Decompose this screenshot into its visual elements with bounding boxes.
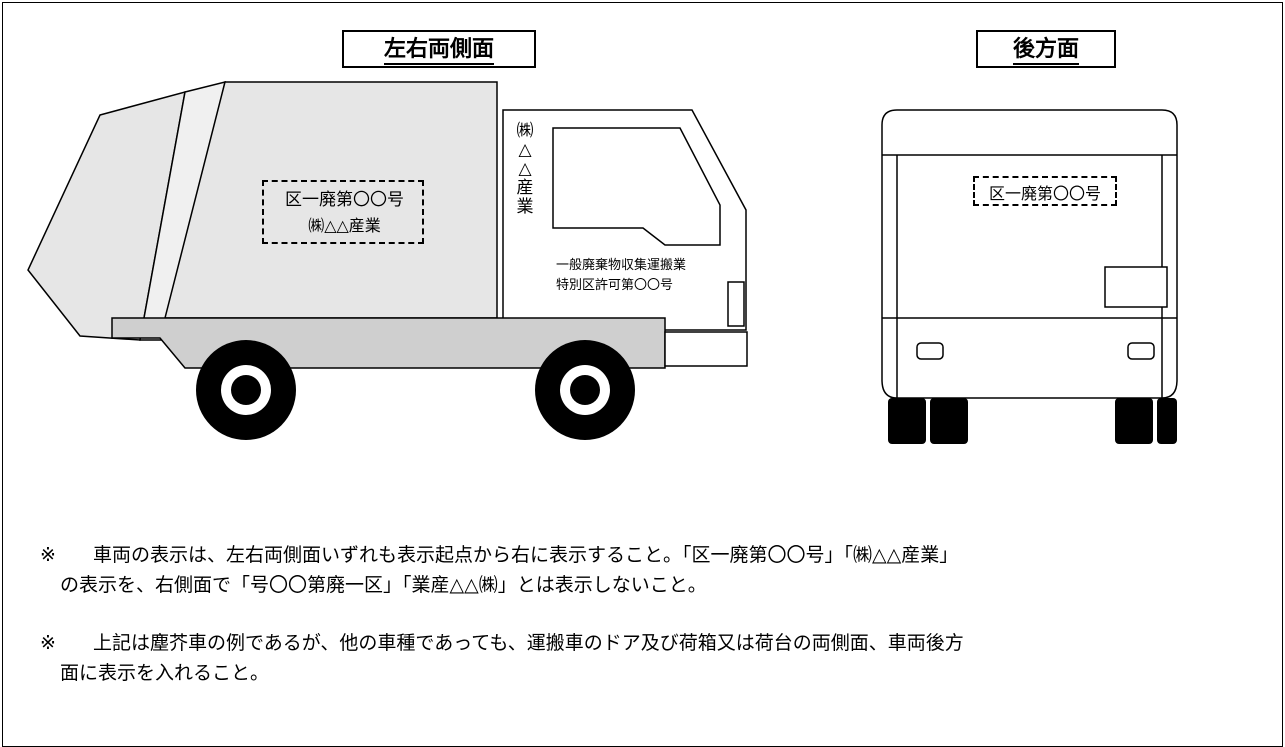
note-2: ※ 上記は塵芥車の例であるが、他の車種であっても、運搬車のドア及び荷箱又は荷台の… xyxy=(40,628,1250,688)
rear-panel xyxy=(1104,266,1168,308)
rear-plate-text: 区一廃第〇〇号 xyxy=(988,184,1101,203)
door-license-line2: 特別区許可第〇〇号 xyxy=(556,278,674,293)
note-1: ※ 車両の表示は、左右両側面いずれも表示起点から右に表示すること。「区一廃第〇〇… xyxy=(40,540,1250,600)
door-license-line1: 一般廃棄物収集運搬業 xyxy=(556,258,687,273)
side-truck xyxy=(27,80,748,369)
note-1-mark: ※ xyxy=(40,544,56,566)
rear-hopper xyxy=(27,90,186,341)
rear-truck xyxy=(881,109,1178,399)
note-1-text2: の表示を、右側面で「号〇〇第廃一区」「業産△△㈱」とは表示しないこと。 xyxy=(60,574,707,596)
note-2-line1: ※ 上記は塵芥車の例であるが、他の車種であっても、運搬車のドア及び荷箱又は荷台の… xyxy=(40,628,1250,658)
side-box-label-frame xyxy=(262,180,424,244)
note-1-line2: の表示を、右側面で「号〇〇第廃一区」「業産△△㈱」とは表示しないこと。 xyxy=(40,570,1250,600)
note-2-line2: 面に表示を入れること。 xyxy=(40,658,1250,688)
rear-lamp-right xyxy=(1127,342,1155,360)
note-2-mark: ※ xyxy=(40,632,56,654)
note-1-text1: 車両の表示は、左右両側面いずれも表示起点から右に表示すること。「区一廃第〇〇号」… xyxy=(74,544,959,566)
rear-plate-frame xyxy=(973,176,1117,206)
heading-side: 左右両側面 xyxy=(342,30,536,68)
rear-tire-4 xyxy=(1157,398,1177,444)
note-2-text1: 上記は塵芥車の例であるが、他の車種であっても、運搬車のドア及び荷箱又は荷台の両側… xyxy=(74,632,964,654)
door-company-vertical: ㈱△△産業 xyxy=(516,121,534,217)
side-lamp xyxy=(727,281,745,327)
rear-lamp-left xyxy=(916,342,944,360)
heading-rear-text: 後方面 xyxy=(1012,36,1079,65)
heading-side-text: 左右両側面 xyxy=(383,36,494,65)
side-wheels xyxy=(196,340,635,440)
rear-tire-3 xyxy=(1115,398,1153,444)
cab-window xyxy=(552,127,721,246)
side-box-label-line1: 区一廃第〇〇号 xyxy=(272,185,417,210)
heading-rear: 後方面 xyxy=(976,30,1116,68)
note-1-line1: ※ 車両の表示は、左右両側面いずれも表示起点から右に表示すること。「区一廃第〇〇… xyxy=(40,540,1250,570)
rear-tire-1 xyxy=(888,398,926,444)
rear-tire-2 xyxy=(930,398,968,444)
side-box-label-line2: ㈱△△産業 xyxy=(272,212,417,236)
rear-wheels xyxy=(888,398,1177,444)
front-bumper xyxy=(664,331,748,367)
note-2-text2: 面に表示を入れること。 xyxy=(60,662,270,684)
